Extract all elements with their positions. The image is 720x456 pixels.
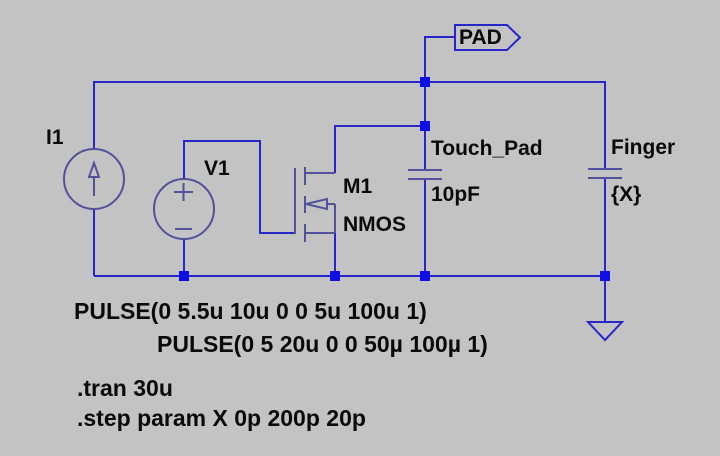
v1-pulse-directive[interactable]: PULSE(0 5 20u 0 0 50µ 100µ 1) — [157, 331, 488, 357]
i1-pulse-directive[interactable]: PULSE(0 5.5u 10u 0 0 5u 100u 1) — [74, 298, 427, 324]
v1-designator-label[interactable]: V1 — [204, 157, 230, 180]
junction — [600, 271, 610, 281]
finger-designator-label[interactable]: Finger — [611, 136, 676, 159]
junction — [330, 271, 340, 281]
net-flag-outline — [454, 24, 522, 51]
ground-triangle-icon — [585, 321, 625, 342]
voltage-source-body[interactable] — [153, 178, 215, 240]
wire-junctions — [179, 77, 610, 281]
ground-symbol[interactable] — [585, 321, 625, 342]
nmos-body-arrow — [305, 197, 328, 211]
nmos-m1[interactable] — [294, 167, 336, 242]
junction — [420, 77, 430, 87]
current-source-body[interactable] — [63, 148, 125, 210]
junction — [420, 121, 430, 131]
junction — [179, 271, 189, 281]
capacitor-touch-pad[interactable] — [408, 169, 442, 180]
step-param-directive[interactable]: .step param X 0p 200p 20p — [77, 405, 366, 431]
finger-value-label[interactable]: {X} — [611, 183, 642, 206]
net-flag-pad[interactable] — [454, 24, 522, 51]
m1-model-label[interactable]: NMOS — [343, 213, 406, 236]
current-source-i1[interactable] — [63, 148, 125, 210]
junction — [420, 271, 430, 281]
m1-designator-label[interactable]: M1 — [343, 175, 373, 198]
voltage-source-v1[interactable] — [153, 178, 215, 240]
capacitor-finger[interactable] — [588, 168, 622, 179]
tran-directive[interactable]: .tran 30u — [77, 375, 173, 401]
i1-designator-label[interactable]: I1 — [46, 126, 64, 149]
net-flag-pad-label[interactable]: PAD — [459, 26, 502, 49]
current-arrow-head — [87, 160, 101, 178]
touch-pad-value-label[interactable]: 10pF — [431, 183, 481, 206]
touch-pad-designator-label[interactable]: Touch_Pad — [431, 137, 543, 160]
